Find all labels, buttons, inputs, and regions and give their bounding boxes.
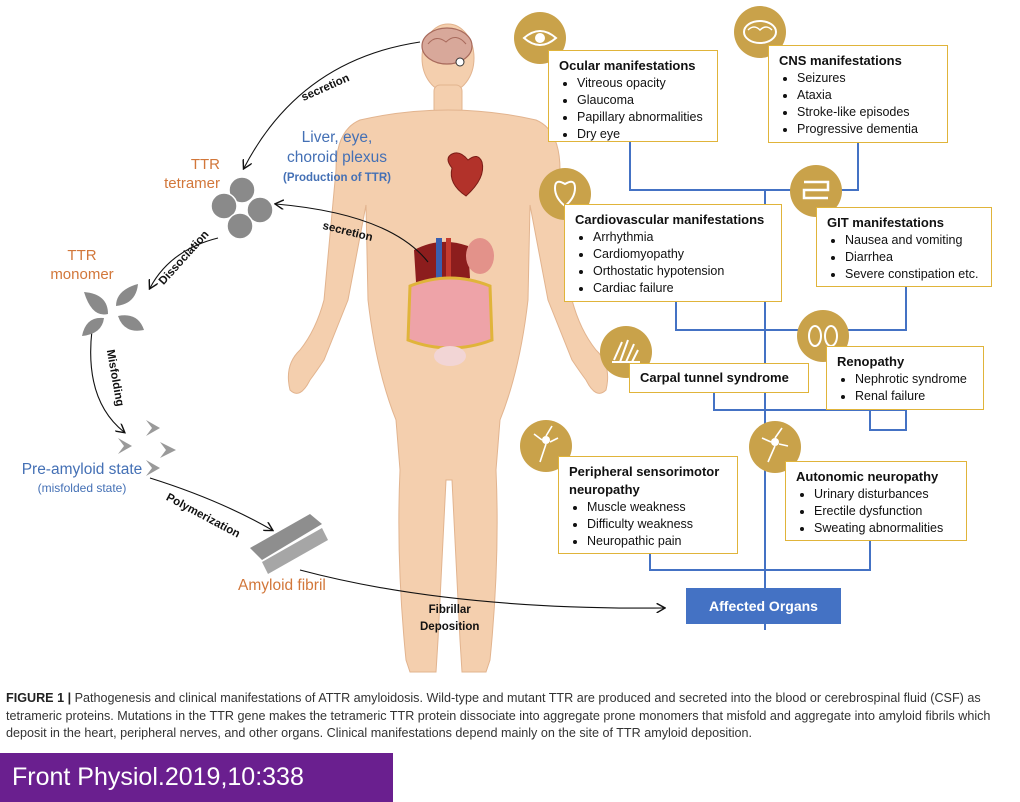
list-item: Erectile dysfunction [814,503,958,520]
cardio-box: Cardiovascular manifestations Arrhythmia… [564,204,782,302]
cns-box: CNS manifestations Seizures Ataxia Strok… [768,45,948,143]
monomer-graphic [82,284,144,336]
renal-box: Renopathy Nephrotic syndrome Renal failu… [826,346,984,410]
process-arrows [90,41,664,608]
list-item: Papillary abnormalities [577,109,709,126]
carpal-title: Carpal tunnel syndrome [640,370,789,385]
preamyloid-line2: (misfolded state) [37,481,127,495]
ocular-box: Ocular manifestations Vitreous opacity G… [548,50,718,142]
tetramer-line2: tetramer [164,175,220,192]
list-item: Cardiomyopathy [593,246,773,263]
list-item: Glaucoma [577,92,709,109]
monomer-line1: TTR [67,247,97,264]
peripheral-title-line1: Peripheral sensorimotor [569,464,720,479]
list-item: Difficulty weakness [587,516,729,533]
citation-banner: Front Physiol.2019,10:338 [0,753,393,802]
deposition-line1: Fibrillar [428,604,471,616]
list-item: Cardiac failure [593,280,773,297]
carpal-box: Carpal tunnel syndrome [629,363,809,393]
list-item: Diarrhea [845,249,983,266]
renal-title: Renopathy [837,354,905,369]
fibril-graphic [250,514,328,574]
monomer-line2: monomer [50,266,114,283]
source-line2: choroid plexus [287,149,387,166]
production-site-label: Liver, eye, choroid plexus (Production o… [283,128,391,188]
tetramer-line1: TTR [190,156,220,173]
amyloid-label: Amyloid fibril [238,577,326,594]
source-line3: (Production of TTR) [283,172,391,184]
cns-title: CNS manifestations [779,53,902,68]
monomer-label: TTR monomer [44,246,120,284]
brain-graphic [421,27,473,67]
git-box: GIT manifestations Nausea and vomiting D… [816,207,992,287]
caption-label: FIGURE 1 | [6,691,72,705]
list-item: Urinary disturbances [814,486,958,503]
caption-text: Pathogenesis and clinical manifestations… [6,691,991,740]
list-item: Sweating abnormalities [814,520,958,537]
deposition-line2: Deposition [420,621,480,633]
list-item: Orthostatic hypotension [593,263,773,280]
abdominal-organs [406,238,494,366]
affected-organs-box: Affected Organs [686,588,841,624]
figure-caption: FIGURE 1 | Pathogenesis and clinical man… [6,690,1011,743]
organ-tree [629,141,907,630]
list-item: Muscle weakness [587,499,729,516]
autonomic-title: Autonomic neuropathy [796,469,939,484]
heart-graphic [447,152,484,197]
misfolded-graphic [118,420,176,476]
preamyloid-label: Pre-amyloid state (misfolded state) [8,460,156,498]
list-item: Ataxia [797,87,939,104]
list-item: Stroke-like episodes [797,104,939,121]
list-item: Nephrotic syndrome [855,371,975,388]
source-line1: Liver, eye, [301,129,373,146]
list-item: Progressive dementia [797,121,939,138]
list-item: Seizures [797,70,939,87]
autonomic-box: Autonomic neuropathy Urinary disturbance… [785,461,967,541]
list-item: Nausea and vomiting [845,232,983,249]
intestine-icon [790,165,842,217]
diagram-graphics [82,6,907,673]
neuron-icon [749,421,801,473]
list-item: Severe constipation etc. [845,266,983,283]
tetramer-label: TTR tetramer [162,155,220,193]
peripheral-title-line2: neuropathy [569,482,640,497]
cardio-title: Cardiovascular manifestations [575,212,765,227]
peripheral-box: Peripheral sensorimotor neuropathy Muscl… [558,456,738,554]
git-title: GIT manifestations [827,215,945,230]
list-item: Renal failure [855,388,975,405]
deposition-label: Fibrillar Deposition [420,602,479,636]
preamyloid-line1: Pre-amyloid state [21,461,143,478]
list-item: Arrhythmia [593,229,773,246]
tetramer-graphic [210,176,274,240]
list-item: Vitreous opacity [577,75,709,92]
list-item: Neuropathic pain [587,533,729,550]
list-item: Dry eye [577,126,709,143]
ocular-title: Ocular manifestations [559,58,696,73]
